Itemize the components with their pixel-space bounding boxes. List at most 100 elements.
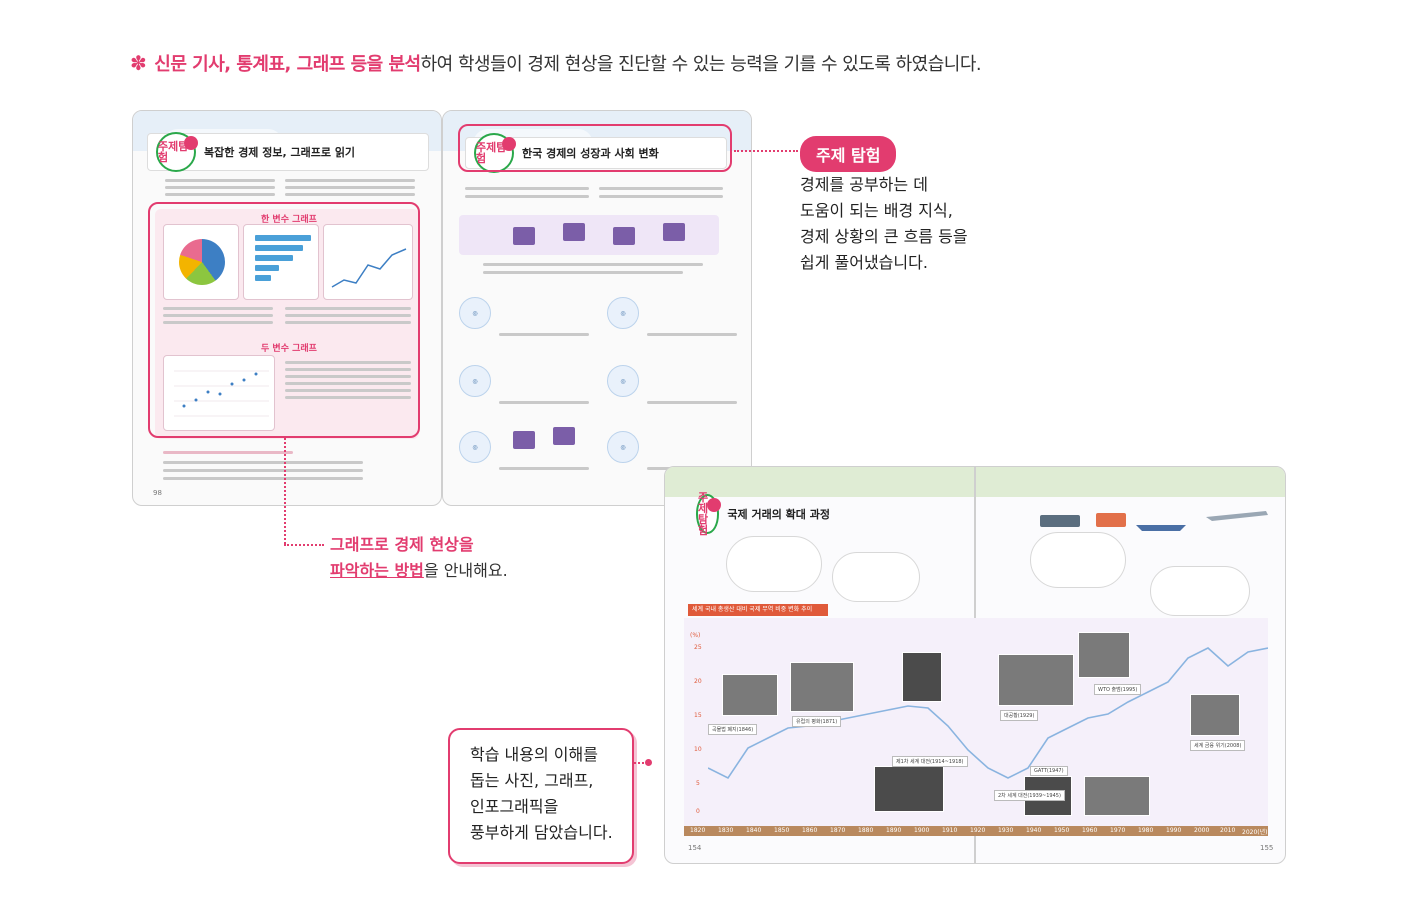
chart-caption: GATT(1947) (1030, 766, 1068, 776)
speech-bubble (726, 536, 822, 592)
trade-chart-area (684, 618, 1268, 828)
text-line (285, 361, 411, 364)
speech-bubble (1150, 566, 1250, 616)
y-tick: 15 (694, 712, 702, 719)
text-line (499, 333, 589, 336)
text-line (285, 186, 415, 189)
chart-caption: 제1차 세계 대전(1914~1918) (892, 756, 968, 767)
text-line (499, 401, 589, 404)
speech-bubble (832, 552, 920, 602)
text-line (285, 382, 411, 385)
x-tick: 1910 (942, 827, 958, 834)
x-tick: 1850 (774, 827, 790, 834)
historical-photo (722, 674, 778, 716)
sky-decoration (976, 467, 1285, 497)
y-tick: 20 (694, 678, 702, 685)
graph-highlight-frame (148, 202, 420, 438)
x-tick: 1870 (830, 827, 846, 834)
y-tick: 5 (696, 780, 700, 787)
headline-rest: 하여 학생들이 경제 현상을 진단할 수 있는 능력을 기를 수 있도록 하였습… (420, 54, 982, 75)
connector-dots (634, 762, 648, 764)
topic-pill: 주제 탐험 (800, 136, 897, 172)
x-tick: 2010 (1220, 827, 1236, 834)
y-tick: 10 (694, 746, 702, 753)
text-line (165, 186, 275, 189)
text-line (165, 193, 275, 196)
x-tick: 2020(년) (1242, 829, 1268, 836)
text-line (647, 333, 737, 336)
media-callout-box (448, 728, 634, 864)
historical-photo (1078, 632, 1130, 678)
x-tick: 1980 (1138, 827, 1154, 834)
text-line (163, 461, 363, 464)
x-tick: 1930 (998, 827, 1014, 834)
text-line (285, 368, 411, 371)
x-tick: 1920 (970, 827, 986, 834)
x-tick: 1880 (858, 827, 874, 834)
text-line (163, 314, 273, 317)
x-tick: 1820 (690, 827, 706, 834)
topic-header: 주제탐험 국제 거래의 확대 과정 (688, 492, 838, 536)
text-line (163, 451, 293, 454)
graph-callout-line: 그래프로 경제 현상을 (330, 535, 474, 554)
text-line (285, 375, 411, 378)
text-line (163, 469, 363, 472)
historical-photo (1084, 776, 1150, 816)
topic-highlight-frame (458, 124, 732, 172)
media-callout-text: 학습 내용의 이해를 돕는 사진, 그래프, 인포그래픽을 풍부하게 담았습니다… (470, 742, 613, 846)
text-line (285, 314, 411, 317)
x-tick: 1940 (1026, 827, 1042, 834)
topic-description: 경제를 공부하는 데 도움이 되는 배경 지식, 경제 상황의 큰 흐름 등을 … (800, 172, 968, 276)
factory-icon (513, 227, 535, 245)
left-book-page: 주제탐험 복잡한 경제 정보, 그래프로 읽기 한 변수 그래프 두 변수 그래… (132, 110, 442, 506)
page-number: 98 (153, 489, 162, 497)
text-line (165, 179, 275, 182)
text-line (647, 401, 737, 404)
chart-caption: WTO 출범(1995) (1094, 684, 1142, 695)
timeline-bar (684, 826, 1268, 836)
house-icon (513, 431, 535, 449)
x-tick: 1950 (1054, 827, 1070, 834)
page-number: 154 (688, 844, 702, 852)
x-tick: 1970 (1110, 827, 1126, 834)
x-tick: 1890 (886, 827, 902, 834)
text-line (599, 187, 723, 190)
sky-decoration (665, 467, 974, 497)
scatter-chart-card (163, 355, 275, 431)
factory-icon (563, 223, 585, 241)
text-line (483, 263, 703, 266)
x-tick: 1830 (718, 827, 734, 834)
y-unit: (%) (690, 632, 701, 639)
house-icon (553, 427, 575, 445)
y-tick: 25 (694, 644, 702, 651)
topic-badge: 주제탐험 (474, 133, 516, 173)
connector-dots (284, 438, 286, 544)
historical-photo (902, 652, 942, 702)
x-tick: 2000 (1194, 827, 1210, 834)
text-line (163, 477, 363, 480)
page-number: 155 (1260, 844, 1274, 852)
connector-dot (645, 759, 652, 766)
line-chart (331, 248, 407, 288)
y-tick: 0 (696, 808, 700, 815)
topic-header: 주제탐험 복잡한 경제 정보, 그래프로 읽기 (147, 132, 429, 172)
chart-caption: 곡물법 폐지(1846) (708, 724, 758, 735)
graph-callout-emphasis: 파악하는 방법 (330, 561, 424, 580)
chart-caption: 유럽의 평화(1871) (792, 716, 842, 727)
factory-icon (613, 227, 635, 245)
desc-line: 경제 상황의 큰 흐름 등을 (800, 227, 968, 246)
transport-illustration (1040, 511, 1268, 531)
bar (255, 255, 293, 261)
historical-photo (998, 654, 1074, 706)
text-line (285, 179, 415, 182)
connector-dots (734, 150, 798, 152)
topic-badge: 주제탐험 (156, 132, 198, 172)
x-tick: 1990 (1166, 827, 1182, 834)
chart-caption: 대공황(1929) (1000, 710, 1039, 721)
graph-callout: 그래프로 경제 현상을 파악하는 방법을 안내해요. (330, 532, 508, 584)
text-line (163, 307, 273, 310)
scatter-chart (174, 370, 269, 417)
line-chart-card (323, 224, 413, 300)
media-callout-line: 돕는 사진, 그래프, (470, 771, 594, 790)
